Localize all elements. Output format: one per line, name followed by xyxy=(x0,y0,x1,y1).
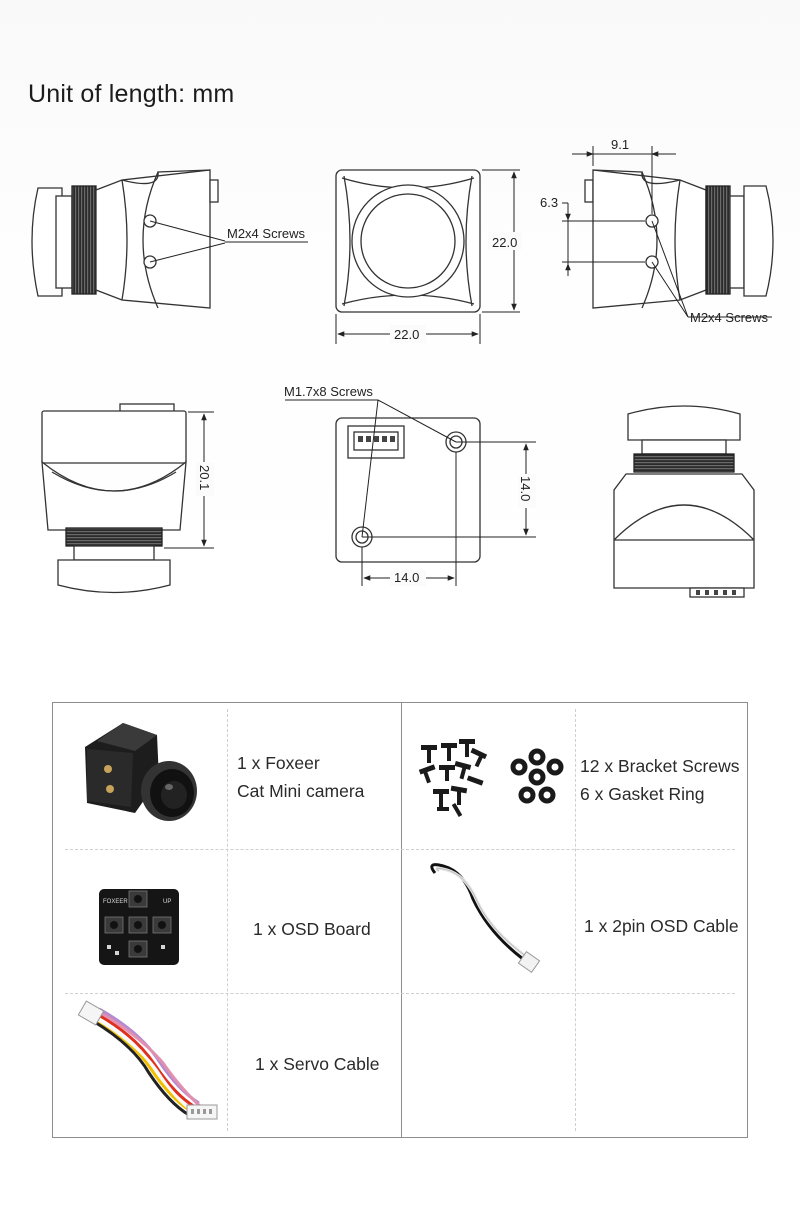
package-contents-table: 1 x Foxeer Cat Mini camera 12 x Bracket … xyxy=(52,702,748,1138)
servo-cable-icon xyxy=(77,1000,218,1120)
callout-m2x4-left: M2x4 Screws xyxy=(149,220,308,263)
dashed-row-divider xyxy=(65,993,735,994)
dim-side-depth: 9.1 xyxy=(611,137,629,152)
page-title: Unit of length: mm xyxy=(28,80,235,108)
osd-board-icon: FOXEER UP xyxy=(99,889,179,965)
dim-back-vertical: 14.0 xyxy=(518,476,533,501)
dashed-divider xyxy=(575,709,576,1131)
dim-front-width: 22.0 xyxy=(394,327,419,342)
screws-icon xyxy=(418,739,564,818)
dim-side-hole: 6.3 xyxy=(540,195,558,210)
item-camera-label: 1 x Foxeer Cat Mini camera xyxy=(237,753,365,801)
dashed-divider xyxy=(227,709,228,1131)
svg-text:FOXEER: FOXEER xyxy=(103,899,128,905)
dashed-row-divider xyxy=(65,849,735,850)
dim-back-horizontal: 14.0 xyxy=(394,570,419,585)
side-view-left xyxy=(31,169,219,309)
item-servo-cable-label: 1 x Servo Cable xyxy=(255,1054,380,1074)
dim-front-height: 22.0 xyxy=(492,235,517,250)
side-view-right xyxy=(584,169,774,309)
item-osd-cable-label: 1 x 2pin OSD Cable xyxy=(584,916,739,936)
technical-drawing: M2x4 Screws 22.0 22.0 xyxy=(31,137,774,598)
column-divider xyxy=(401,703,402,1137)
label-m2x4-right: M2x4 Screws xyxy=(690,310,769,325)
svg-text:UP: UP xyxy=(163,899,171,905)
dim-side-right xyxy=(562,146,772,318)
osd-cable-icon xyxy=(430,863,541,974)
label-m2x4-left: M2x4 Screws xyxy=(227,226,306,241)
item-osd-board-label: 1 x OSD Board xyxy=(253,919,371,939)
top-view xyxy=(41,403,187,594)
bottom-view xyxy=(613,405,755,598)
front-view xyxy=(335,169,481,313)
camera-icon xyxy=(85,723,197,821)
dim-top-height: 20.1 xyxy=(197,465,212,490)
back-view xyxy=(335,417,481,563)
item-screws-label: 12 x Bracket Screws 6 x Gasket Ring xyxy=(580,756,740,804)
label-m17x8: M1.7x8 Screws xyxy=(284,384,373,399)
